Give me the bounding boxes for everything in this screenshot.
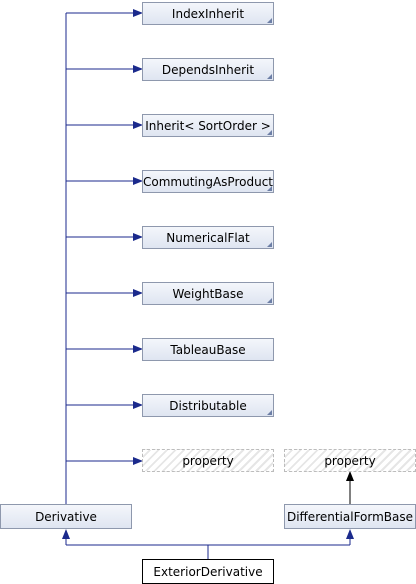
node-label: ExteriorDerivative (153, 564, 263, 579)
node-label: IndexInherit (171, 6, 245, 21)
node-label: CommutingAsProduct (143, 174, 273, 189)
node-exterior-derivative: ExteriorDerivative (142, 559, 274, 584)
fold-icon (267, 18, 272, 23)
node-distributable[interactable]: Distributable (142, 394, 274, 417)
node-depends-inherit[interactable]: DependsInherit (142, 58, 274, 81)
fold-icon (267, 186, 272, 191)
fold-icon (267, 242, 272, 247)
node-label: DependsInherit (161, 62, 255, 77)
node-tableau-base[interactable]: TableauBase (142, 338, 274, 361)
fold-icon (267, 298, 272, 303)
fold-icon (267, 74, 272, 79)
node-label: property (324, 453, 376, 468)
node-property-left: property (142, 449, 274, 472)
node-label: Derivative (35, 509, 97, 524)
node-label: Inherit< SortOrder > (145, 118, 271, 133)
node-label: property (182, 453, 234, 468)
node-derivative[interactable]: Derivative (0, 504, 132, 529)
node-numerical-flat[interactable]: NumericalFlat (142, 226, 274, 249)
node-commuting-as-product[interactable]: CommutingAsProduct (142, 170, 274, 193)
node-label: Distributable (169, 398, 247, 413)
node-differential-form-base[interactable]: DifferentialFormBase (284, 504, 416, 529)
node-property-right: property (284, 449, 416, 472)
fold-icon (267, 130, 272, 135)
node-index-inherit[interactable]: IndexInherit (142, 2, 274, 25)
node-label: DifferentialFormBase (286, 509, 414, 524)
node-label: TableauBase (170, 342, 246, 357)
fold-icon (267, 410, 272, 415)
node-label: WeightBase (172, 286, 244, 301)
node-weight-base[interactable]: WeightBase (142, 282, 274, 305)
node-label: NumericalFlat (166, 230, 250, 245)
node-inherit-sortorder[interactable]: Inherit< SortOrder > (142, 114, 274, 137)
